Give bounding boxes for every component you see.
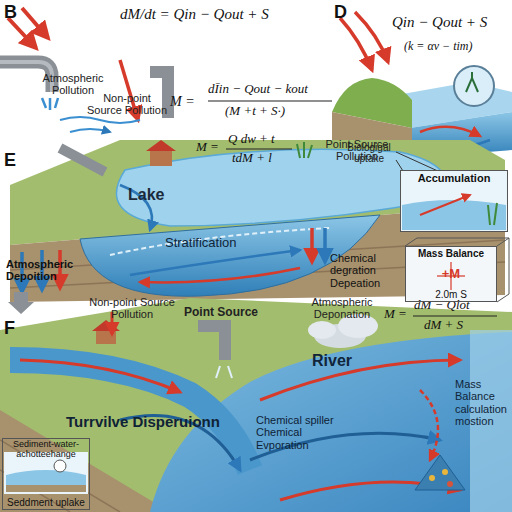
formula-text: dM + S xyxy=(424,318,496,333)
formula-text: (k = αv − tim) xyxy=(404,40,508,53)
source-label: Non-point Source Pollution xyxy=(86,296,178,321)
node-text: Sediment-water-achotteehange xyxy=(5,440,87,460)
process-label: Stratification xyxy=(165,236,285,251)
process-label: Chemical spiller Chemical Evporation xyxy=(256,414,352,451)
panel-letter: F xyxy=(4,318,26,338)
node-text: Accumulation xyxy=(418,172,491,184)
process-label: Atmospheric Deponation xyxy=(300,296,384,321)
inset-box: Sediment-water-achotteehangeSeddment upl… xyxy=(2,438,90,510)
process-label: Mass Balance calculation mostion xyxy=(455,378,512,427)
mass-balance-cube: Mass Balance +M 2.0m S xyxy=(405,246,497,302)
panel-letter: D xyxy=(334,2,356,22)
formula-text: dĪin − Qout − kout xyxy=(208,82,336,97)
panel-letter: E xyxy=(4,150,26,170)
formula-text: M = xyxy=(384,307,414,322)
panel-e-art xyxy=(10,140,509,302)
formula-text: (M +t + S·) xyxy=(225,104,325,119)
inset-box: Accumulation xyxy=(400,170,508,232)
panel-b-art xyxy=(0,8,332,132)
formula-text: tdM + l xyxy=(232,151,302,166)
process-label: Turrvilve Disperuionn xyxy=(66,414,242,431)
process-label: Chemical degration Depeation xyxy=(330,252,402,289)
node-text: +M xyxy=(442,267,460,281)
water-body-label: River xyxy=(312,352,382,370)
formula-text: M = xyxy=(170,94,206,110)
panel-letter: B xyxy=(4,2,26,22)
source-label: Point Source Pollution xyxy=(316,138,398,163)
node-text: Mass Balance xyxy=(418,248,484,259)
panel-d-art xyxy=(332,12,512,158)
node-text: Seddment uplake xyxy=(7,497,85,508)
formula-text: dM − Qlot xyxy=(414,298,504,313)
formula-text: M = xyxy=(196,140,228,155)
formula-text: Qin − Qout + S xyxy=(392,14,512,31)
formula-text: dM/dt = Qin − Qout + S xyxy=(120,6,320,23)
process-label: Atmospheric Depoition xyxy=(6,258,102,283)
source-label: Point Source xyxy=(184,306,264,319)
water-body-label: Lake xyxy=(128,186,188,204)
source-label: Non-point Source Pollution xyxy=(86,92,168,117)
formula-text: Q dw + t xyxy=(228,132,298,147)
panel-f-art xyxy=(0,292,512,512)
source-label: Atmospheric Pollution xyxy=(36,72,110,97)
node-text: 2.0m S xyxy=(435,289,467,300)
